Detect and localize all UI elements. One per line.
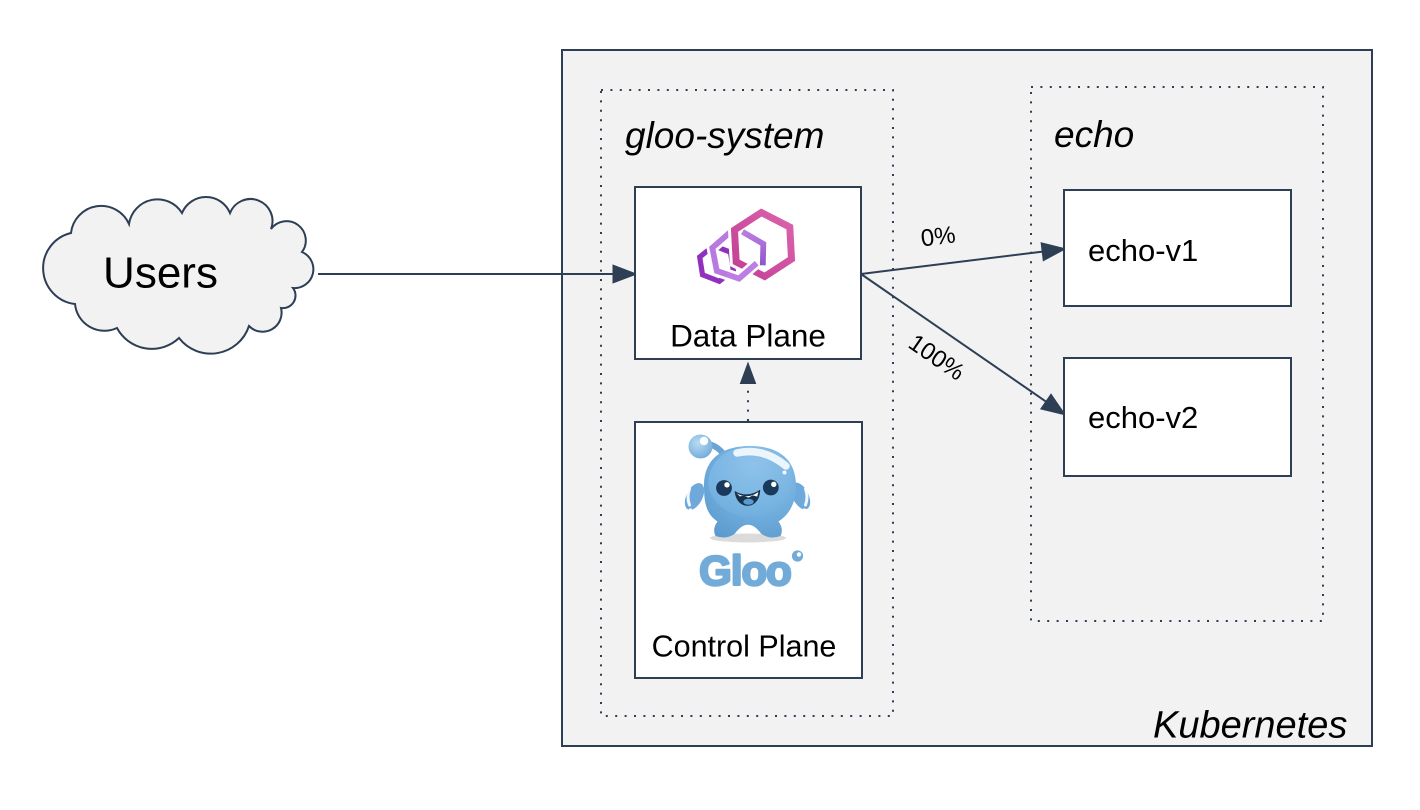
svg-text:echo-v1: echo-v1	[1088, 233, 1198, 268]
svg-text:0%: 0%	[919, 221, 957, 252]
svg-text:echo-v2: echo-v2	[1088, 400, 1198, 435]
svg-text:Gloo: Gloo	[699, 547, 791, 594]
svg-text:Control Plane: Control Plane	[652, 630, 837, 664]
svg-text:Users: Users	[103, 249, 218, 298]
svg-text:Data Plane: Data Plane	[670, 318, 826, 354]
svg-text:echo: echo	[1054, 114, 1134, 155]
svg-text:gloo-system: gloo-system	[625, 115, 824, 156]
svg-text:Kubernetes: Kubernetes	[1153, 705, 1347, 747]
